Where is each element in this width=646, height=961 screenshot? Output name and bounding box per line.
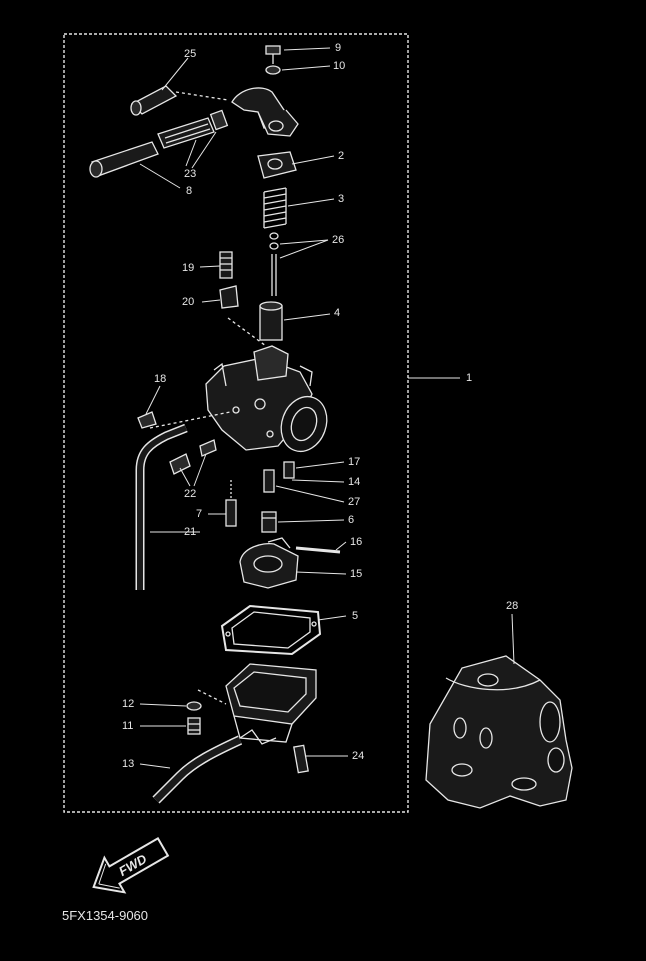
part-27-jet <box>263 469 275 493</box>
part-11-screw <box>187 717 201 735</box>
part-28-intake-joint <box>425 655 573 809</box>
callout-9: 9 <box>335 42 342 54</box>
part-7-jet <box>225 480 237 527</box>
callout-15: 15 <box>350 568 363 580</box>
part-17-screw <box>283 461 295 479</box>
part-8-hose <box>89 141 159 178</box>
callout-20: 20 <box>182 296 195 308</box>
choke-elbow <box>231 87 299 137</box>
part-9-screw <box>265 45 281 64</box>
callout-23: 23 <box>184 168 197 180</box>
part-13-hose <box>152 735 243 804</box>
part-5-gasket <box>220 604 322 656</box>
part-24-drain-screw <box>293 744 309 774</box>
callout-12: 12 <box>122 698 135 710</box>
callout-25: 25 <box>184 48 197 60</box>
callout-3: 3 <box>338 193 345 205</box>
leader-lines <box>139 47 515 769</box>
callout-22: 22 <box>184 488 197 500</box>
callout-18: 18 <box>154 373 167 385</box>
callout-16: 16 <box>350 536 363 548</box>
part-12-washer <box>186 701 202 711</box>
callout-8: 8 <box>186 185 193 197</box>
part-21-pipe <box>135 423 188 590</box>
callout-28: 28 <box>506 600 519 612</box>
part-6-main-jet <box>261 511 277 533</box>
callout-5: 5 <box>352 610 359 622</box>
callout-26: 26 <box>332 234 345 246</box>
callout-17: 17 <box>348 456 361 468</box>
callout-19: 19 <box>182 262 195 274</box>
callout-4: 4 <box>334 307 341 319</box>
callout-1: 1 <box>466 372 473 384</box>
part-23-tube <box>157 109 229 149</box>
fwd-arrow: FWD <box>92 836 170 894</box>
part-10-washer <box>265 65 281 75</box>
assembly-frame <box>63 33 409 813</box>
part-code: 5FX1354-9060 <box>62 908 149 923</box>
carburetor-body <box>149 345 328 453</box>
part-18-screw <box>137 411 157 429</box>
callout-2: 2 <box>338 150 345 162</box>
part-19-spring <box>219 251 233 279</box>
part-22-screws <box>169 439 217 475</box>
callout-6: 6 <box>348 514 355 526</box>
callout-7: 7 <box>196 508 203 520</box>
part-26-needle <box>269 232 279 296</box>
part-15-float <box>239 537 299 589</box>
part-16-pin <box>295 546 341 554</box>
part-4-throttle-valve <box>227 301 283 347</box>
callout-13: 13 <box>122 758 135 770</box>
callout-11: 11 <box>122 720 134 732</box>
float-bowl <box>197 663 317 745</box>
callout-27: 27 <box>348 496 361 508</box>
callout-21: 21 <box>184 526 197 538</box>
callout-14: 14 <box>348 476 361 488</box>
part-25-cap <box>130 85 229 116</box>
part-20-plunger <box>219 285 239 309</box>
callout-10: 10 <box>333 60 346 72</box>
callout-24: 24 <box>352 750 365 762</box>
part-3-spring <box>263 187 287 229</box>
part-2-cap <box>257 151 297 179</box>
